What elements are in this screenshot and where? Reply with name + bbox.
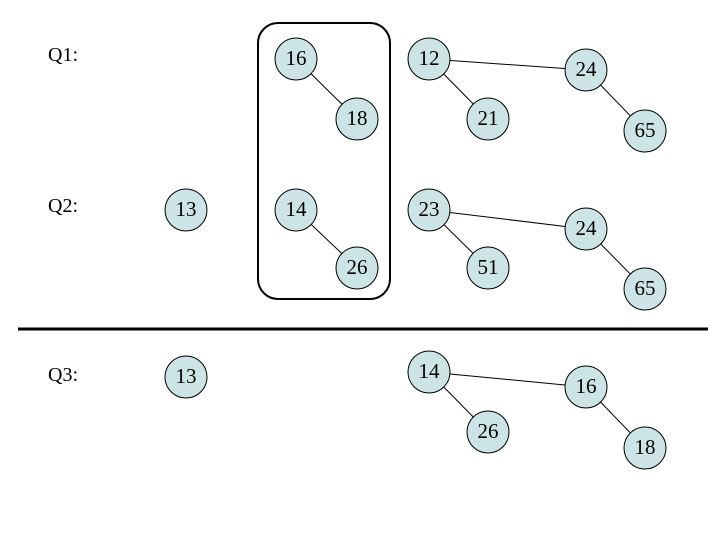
highlight-box <box>257 22 391 300</box>
node-value: 65 <box>635 118 656 142</box>
node-value: 23 <box>419 197 440 221</box>
node-circle <box>407 37 451 81</box>
q1-label: Q1: <box>48 44 78 66</box>
edge-q3_14-q3_16 <box>428 371 587 388</box>
node-q2-13: 13 <box>164 188 208 232</box>
node-value: 21 <box>478 106 499 130</box>
node-circle <box>164 355 208 399</box>
q3-label: Q3: <box>48 364 78 386</box>
node-circle <box>407 188 451 232</box>
node-value: 26 <box>347 255 368 279</box>
node-circle <box>335 246 379 290</box>
node-q1-21: 21 <box>466 97 510 141</box>
node-circle <box>466 246 510 290</box>
node-q2-14: 14 <box>274 188 318 232</box>
node-q1-24: 24 <box>564 48 608 92</box>
node-value: 14 <box>419 359 441 383</box>
node-q2-51: 51 <box>466 246 510 290</box>
node-circle <box>274 37 318 81</box>
node-value: 14 <box>286 197 308 221</box>
node-circle <box>623 426 667 470</box>
node-circle <box>623 109 667 153</box>
nodes-layer: 16 18 12 21 24 65 13 14 26 23 51 24 65 13 14 26 16 18 <box>164 37 667 470</box>
node-value: 13 <box>176 364 197 388</box>
node-circle <box>466 410 510 454</box>
node-q1-18: 18 <box>335 97 379 141</box>
node-q2-26: 26 <box>335 246 379 290</box>
node-circle <box>564 365 608 409</box>
node-q3-18: 18 <box>623 426 667 470</box>
node-q3-26: 26 <box>466 410 510 454</box>
node-q3-16: 16 <box>564 365 608 409</box>
q2-label: Q2: <box>48 195 78 217</box>
node-value: 13 <box>176 197 197 221</box>
node-value: 16 <box>576 374 597 398</box>
node-value: 12 <box>419 46 440 70</box>
node-q1-16: 16 <box>274 37 318 81</box>
node-value: 18 <box>347 106 368 130</box>
node-value: 24 <box>576 57 598 81</box>
node-value: 24 <box>576 216 598 240</box>
node-q2-65: 65 <box>623 267 667 311</box>
edge-q1_12-q1_24 <box>428 58 587 71</box>
node-q1-12: 12 <box>407 37 451 81</box>
node-value: 18 <box>635 435 656 459</box>
node-circle <box>466 97 510 141</box>
edge-q2_23-q2_24 <box>428 209 587 230</box>
node-q1-65: 65 <box>623 109 667 153</box>
node-value: 51 <box>478 255 499 279</box>
node-q2-23: 23 <box>407 188 451 232</box>
node-circle <box>564 48 608 92</box>
node-q2-24: 24 <box>564 207 608 251</box>
node-value: 65 <box>635 276 656 300</box>
node-circle <box>623 267 667 311</box>
node-circle <box>407 350 451 394</box>
node-value: 26 <box>478 419 499 443</box>
node-value: 16 <box>286 46 307 70</box>
node-circle <box>274 188 318 232</box>
node-circle <box>164 188 208 232</box>
node-q3-13: 13 <box>164 355 208 399</box>
node-circle <box>564 207 608 251</box>
node-q3-14: 14 <box>407 350 451 394</box>
node-circle <box>335 97 379 141</box>
